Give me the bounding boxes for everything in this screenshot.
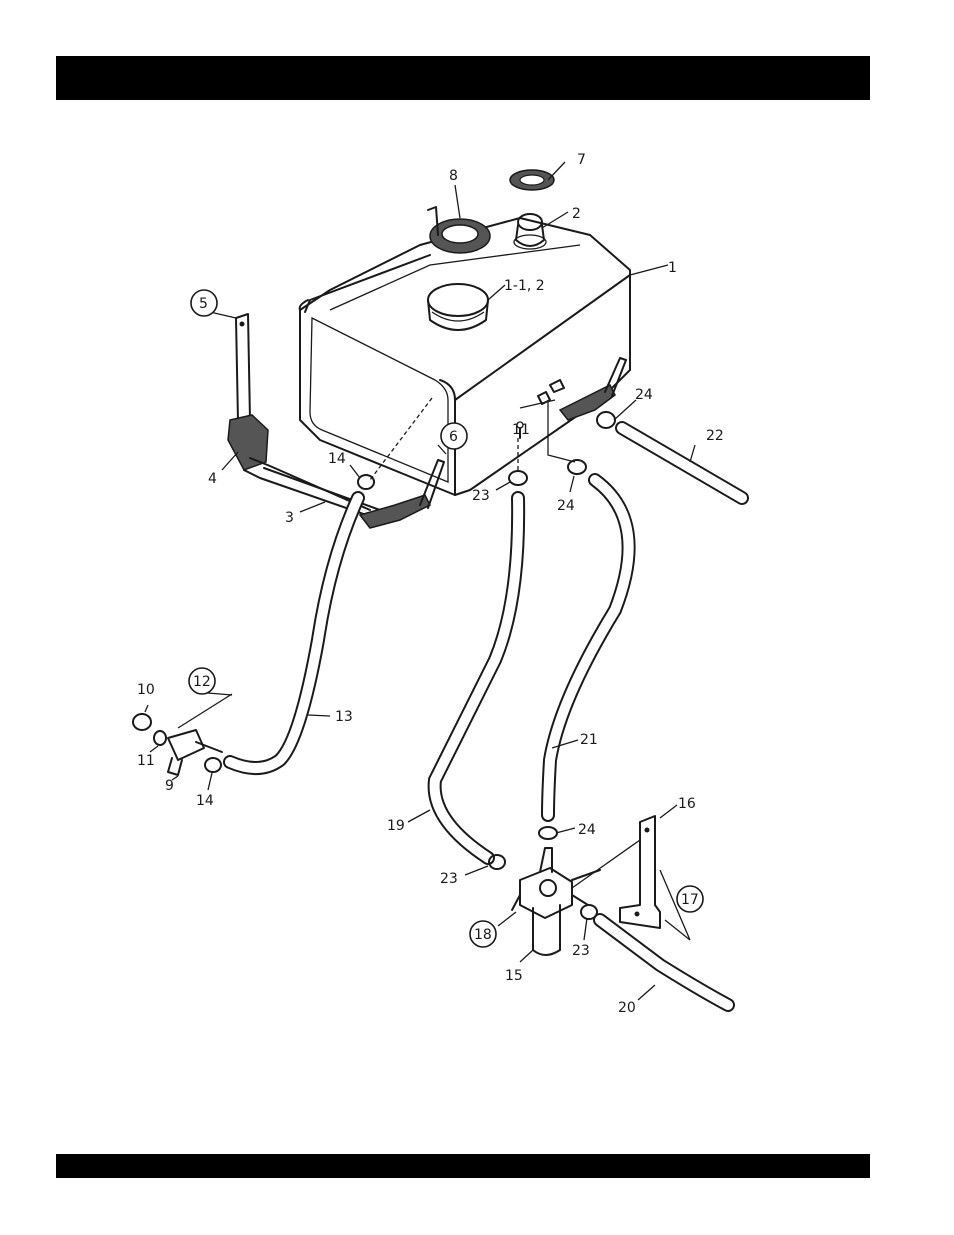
label-21: 21	[580, 732, 598, 748]
label-24-a: 24	[635, 387, 653, 403]
label-23-a: 23	[472, 488, 490, 504]
label-23-b: 23	[440, 871, 458, 887]
tank-band-right	[538, 358, 626, 420]
fuel-hoses	[230, 428, 742, 1005]
label-11-b: 11	[512, 422, 530, 438]
label-15: 15	[505, 968, 523, 984]
part-labels: 1 1-1, 2 2 3 4 5 6 7 8 9 10 11 11 12 13 …	[137, 152, 724, 1016]
label-2: 2	[572, 206, 581, 222]
label-11-a: 11	[137, 753, 155, 769]
label-4: 4	[208, 471, 217, 487]
label-24-b: 24	[557, 498, 575, 514]
filter-bracket	[620, 816, 690, 940]
label-6: 6	[449, 429, 458, 445]
label-23-c: 23	[572, 943, 590, 959]
packing-ring	[510, 170, 554, 190]
fuel-gauge	[514, 214, 546, 249]
label-1: 1	[668, 260, 677, 276]
label-17: 17	[681, 892, 699, 908]
label-12: 12	[193, 674, 211, 690]
label-9: 9	[165, 778, 174, 794]
label-14-a: 14	[328, 451, 346, 467]
label-24-c: 24	[578, 822, 596, 838]
fuel-tank	[300, 218, 630, 495]
label-14-b: 14	[196, 793, 214, 809]
label-19: 19	[387, 818, 405, 834]
hose-clamps	[205, 412, 615, 919]
tank-band-left	[228, 314, 444, 528]
label-22: 22	[706, 428, 724, 444]
label-18: 18	[474, 927, 492, 943]
label-10: 10	[137, 682, 155, 698]
label-3: 3	[285, 510, 294, 526]
label-16: 16	[678, 796, 696, 812]
label-5: 5	[199, 296, 208, 312]
label-20: 20	[618, 1000, 636, 1016]
tank-cap	[428, 284, 488, 330]
label-8: 8	[449, 168, 458, 184]
label-7: 7	[577, 152, 586, 168]
label-13: 13	[335, 709, 353, 725]
label-1-12: 1-1, 2	[504, 278, 545, 294]
